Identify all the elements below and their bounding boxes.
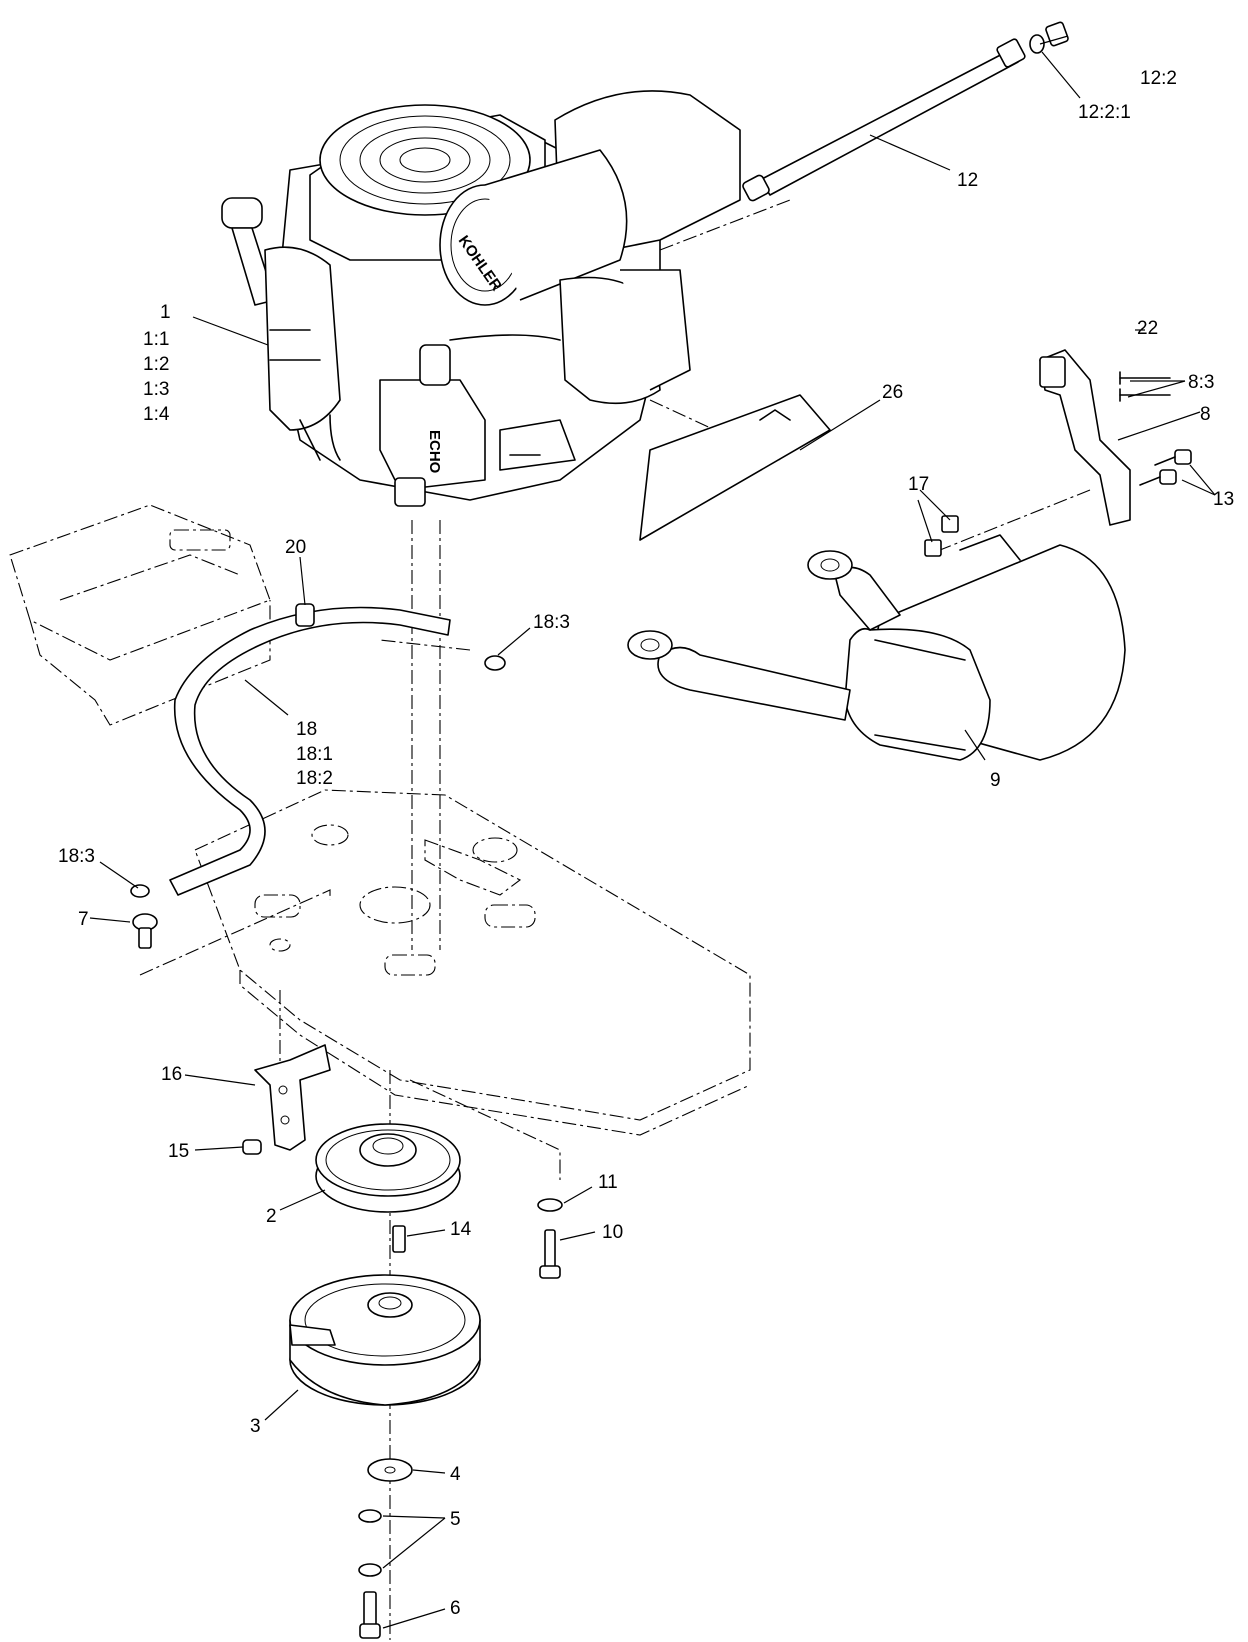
callout-11: 11: [598, 1172, 618, 1193]
callout-6: 6: [450, 1598, 461, 1619]
callout-4: 4: [450, 1464, 461, 1485]
key-14: [392, 1225, 406, 1253]
callout-22: 22: [1137, 318, 1158, 339]
callout-1-1: 1:1: [143, 329, 169, 350]
leader-lines: [89, 35, 1216, 1629]
pulley: [315, 1123, 461, 1213]
callout-12-2: 12:2: [1140, 68, 1177, 89]
callout-2: 2: [266, 1206, 277, 1227]
washers-5: [358, 1509, 382, 1577]
callout-7: 7: [78, 909, 89, 930]
spacer-4: [367, 1458, 413, 1482]
callout-18-1: 18:1: [296, 744, 333, 765]
callout-18-3-top: 18:3: [533, 612, 570, 633]
dipstick-tube: [742, 21, 1069, 202]
clutch-bracket: [254, 1044, 331, 1151]
callout-12: 12: [957, 170, 978, 191]
callout-labels: 1 1:1 1:2 1:3 1:4 12:2 12:2:1 12 26 22 8…: [58, 68, 1234, 1619]
callout-1-3: 1:3: [143, 379, 169, 400]
mounting-plate: [194, 789, 751, 1136]
callout-17: 17: [908, 474, 929, 495]
nut-15: [242, 1139, 262, 1155]
deck-bracket: [9, 504, 271, 726]
callout-1-2: 1:2: [143, 354, 169, 375]
callout-3: 3: [250, 1416, 261, 1437]
bolts-13: [1139, 449, 1192, 486]
callout-16: 16: [161, 1064, 182, 1085]
callout-1: 1: [160, 302, 171, 323]
engine-assembly: KOHLER ECHO: [221, 90, 741, 507]
washer-11: [537, 1198, 563, 1212]
callout-18: 18: [296, 719, 317, 740]
fuel-line: [130, 603, 506, 898]
callout-20: 20: [285, 537, 306, 558]
cover-brand-label: ECHO: [426, 430, 443, 474]
heat-shield: [639, 394, 831, 541]
muffler-bracket: [1039, 349, 1171, 526]
muffler: [627, 534, 1126, 761]
carriage-bolt-7: [132, 913, 158, 949]
bolt-10: [539, 1229, 561, 1279]
callout-14: 14: [450, 1219, 472, 1240]
electric-clutch: [289, 1274, 481, 1406]
callout-9: 9: [990, 770, 1001, 791]
callout-26: 26: [882, 382, 903, 403]
callout-1-4: 1:4: [143, 404, 170, 425]
callout-8-3: 8:3: [1188, 372, 1214, 393]
callout-12-2-1: 12:2:1: [1078, 102, 1131, 123]
callout-18-3-bottom: 18:3: [58, 846, 95, 867]
callout-8: 8: [1200, 404, 1211, 425]
nuts-17: [924, 515, 959, 557]
callout-10: 10: [602, 1222, 623, 1243]
callout-13: 13: [1213, 489, 1234, 510]
callout-18-2: 18:2: [296, 768, 333, 789]
bolt-6: [359, 1591, 381, 1639]
callout-5: 5: [450, 1509, 461, 1530]
callout-15: 15: [168, 1141, 189, 1162]
